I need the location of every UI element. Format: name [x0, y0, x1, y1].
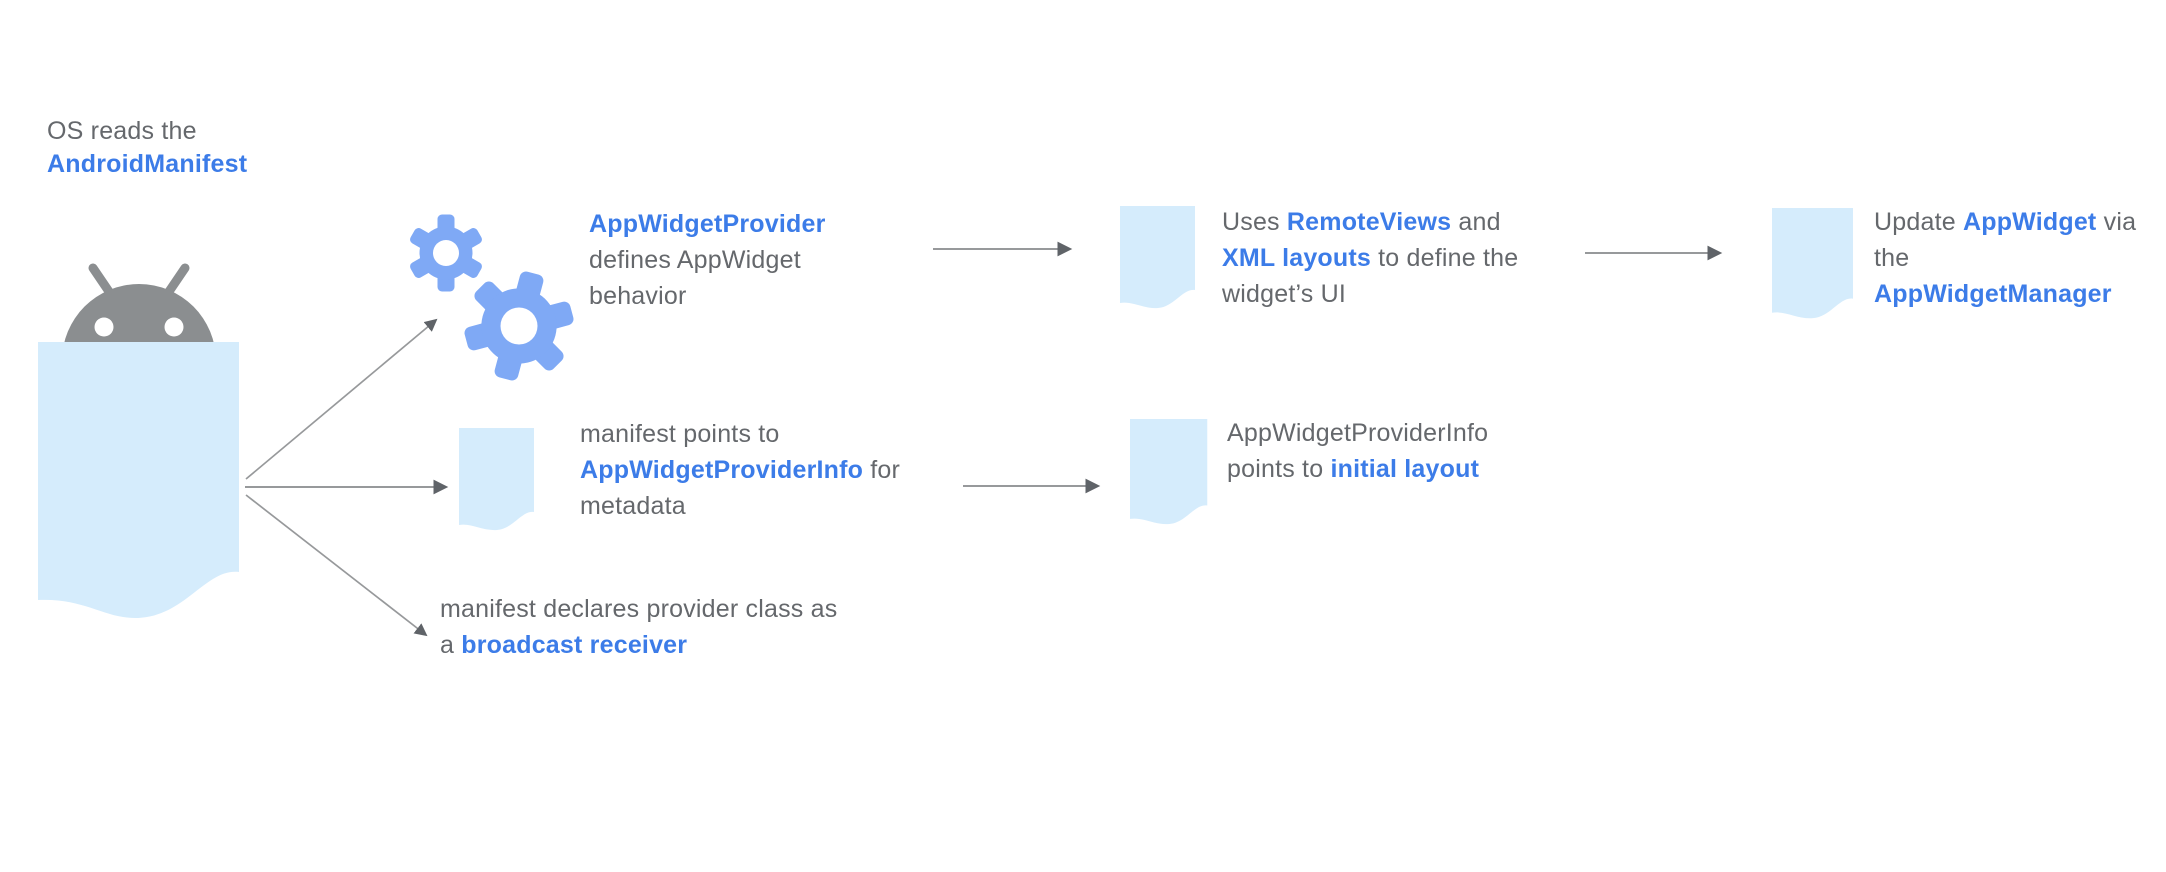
document-icon: [1120, 206, 1195, 309]
appwidget-link: AppWidget: [1962, 208, 2097, 236]
manifest-step-line3: metadata: [580, 492, 686, 520]
appwidgetmanager-link: AppWidgetManager: [1874, 280, 2112, 308]
xml-layouts-link: XML layouts: [1222, 244, 1371, 272]
document-icon: [1130, 419, 1208, 525]
xml-layouts-post: to define the: [1371, 244, 1519, 272]
providerinfo-step-text: AppWidgetProviderInfo points to initial …: [1227, 415, 1488, 487]
update-post: via: [2096, 208, 2137, 236]
remoteviews-link: RemoteViews: [1286, 208, 1452, 236]
update-step-text: Update AppWidget via the AppWidgetManage…: [1874, 204, 2136, 312]
arrow-manifest-to-gears: [245, 318, 438, 480]
robot-eye-right: [164, 317, 184, 337]
providerinfo-pre: points to: [1227, 455, 1331, 483]
manifest-document-icon: [38, 342, 239, 619]
remoteviews-step-text: Uses RemoteViews and XML layouts to defi…: [1222, 204, 1518, 312]
document-icon: [459, 428, 534, 531]
manifest-step-post: for: [863, 456, 901, 484]
receiver-pre: a: [440, 631, 462, 659]
remoteviews-pre: Uses: [1222, 208, 1287, 236]
robot-eye-left: [94, 317, 114, 337]
androidmanifest-link: AndroidManifest: [47, 150, 248, 178]
arrow-manifest-to-receiver: [245, 494, 428, 637]
remoteviews-post: and: [1451, 208, 1501, 236]
manifest-step-line1: manifest points to: [580, 420, 780, 448]
gears-step-line2: defines AppWidget: [589, 246, 801, 274]
gears-step-line3: behavior: [589, 282, 687, 310]
document-icon: [1772, 208, 1853, 319]
remoteviews-line3: widget’s UI: [1222, 280, 1347, 308]
gears-step-text: AppWidgetProvider defines AppWidget beha…: [589, 206, 826, 314]
gears-icon: [408, 214, 584, 393]
intro-label: OS reads the AndroidManifest: [47, 115, 247, 181]
appwidgetprovider-link: AppWidgetProvider: [589, 210, 826, 238]
initial-layout-link: initial layout: [1330, 455, 1480, 483]
appwidgetproviderinfo-link: AppWidgetProviderInfo: [580, 456, 864, 484]
manifest-step-text: manifest points to AppWidgetProviderInfo…: [580, 416, 900, 524]
broadcast-receiver-link: broadcast receiver: [461, 631, 688, 659]
intro-line1: OS reads the: [47, 117, 197, 145]
update-pre: Update: [1874, 208, 1963, 236]
update-line2: the: [1874, 244, 1910, 272]
receiver-line1: manifest declares provider class as: [440, 595, 838, 623]
receiver-step-text: manifest declares provider class as a br…: [440, 591, 837, 663]
providerinfo-line1: AppWidgetProviderInfo: [1227, 419, 1489, 447]
